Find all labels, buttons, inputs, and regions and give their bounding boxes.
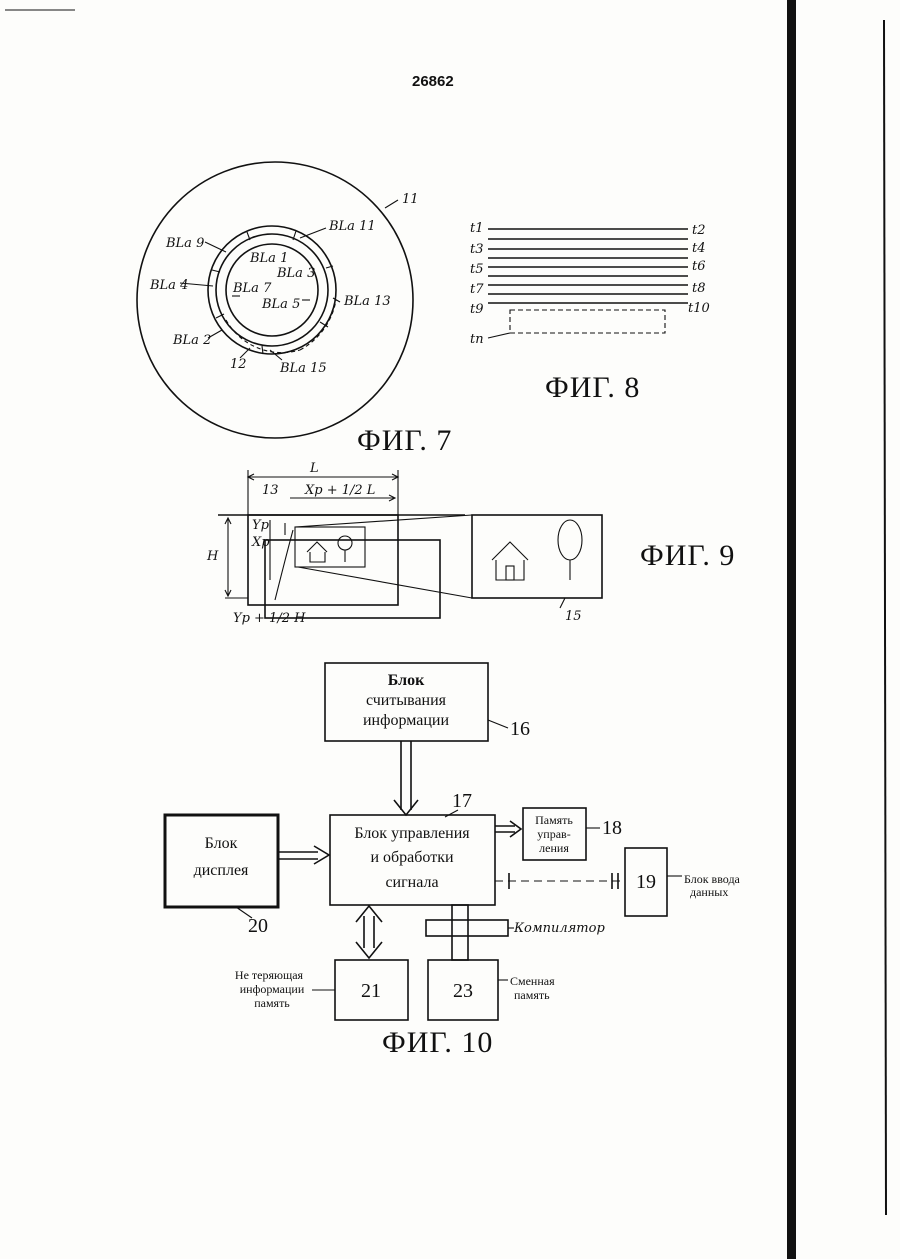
small-scene-box — [295, 527, 365, 567]
block-label-bla2: BLa 2 — [172, 333, 211, 348]
track-t9: t9 — [470, 302, 484, 317]
fig10-caption: ФИГ. 10 — [382, 1026, 493, 1059]
block21-label1: Не теряющая — [235, 968, 304, 982]
small-tree-icon — [338, 536, 352, 550]
block19-label1: Блок ввода — [684, 872, 741, 886]
block19-number: 19 — [636, 871, 656, 893]
page-edge-line — [884, 20, 886, 1215]
remaining-tracks-box — [510, 310, 665, 333]
block19-label2: данных — [690, 885, 728, 899]
track-t6: t6 — [692, 259, 706, 274]
tree-icon — [558, 520, 582, 560]
block-label-bla9: BLa 9 — [165, 236, 204, 251]
dim-L: L — [309, 461, 319, 476]
label-13: 13 — [262, 483, 279, 498]
track-t10: t10 — [688, 301, 710, 316]
dim-xp-half-L: Xp + 1/2 L — [304, 483, 375, 498]
label-yp: Yp — [252, 518, 270, 533]
block18-number: 18 — [602, 817, 622, 839]
track-t4: t4 — [692, 241, 706, 256]
block-label-bla11: BLa 11 — [328, 219, 376, 234]
block21-number: 21 — [361, 980, 381, 1002]
small-house-icon — [307, 542, 327, 562]
block-label-bla7: BLa 7 — [232, 281, 272, 296]
fig9-viewport-diagram: L Xp + 1/2 L 13 H Yp Xp Yp + 1/2 H — [206, 461, 602, 626]
block18-line2: управ- — [537, 827, 570, 841]
track-t5: t5 — [470, 262, 484, 277]
block20-number: 20 — [248, 915, 268, 937]
block21-label2: информации — [240, 982, 305, 996]
block-label-bla15: BLa 15 — [279, 361, 327, 376]
disc-label-11: 11 — [402, 192, 419, 207]
block17-number: 17 — [452, 790, 472, 812]
binding-edge — [787, 0, 796, 1259]
block-label-bla3: BLa 3 — [276, 266, 315, 281]
track-ring-outer — [208, 226, 336, 354]
enlarged-view-frame — [472, 515, 602, 598]
label-yp-half-H: Yp + 1/2 H — [233, 611, 306, 626]
block17-line3: сигнала — [385, 874, 438, 891]
track-t2: t2 — [692, 223, 706, 238]
track-t7: t7 — [470, 282, 484, 297]
fig7-caption: ФИГ. 7 — [357, 424, 452, 457]
block23-label1: Сменная — [510, 974, 555, 988]
spiral-dashed — [226, 320, 300, 353]
track-t1: t1 — [470, 221, 484, 236]
block16-number: 16 — [510, 718, 530, 740]
block17-line2: и обработки — [370, 849, 454, 866]
block17-line1: Блок управления — [354, 825, 470, 842]
block-label-bla5: BLa 5 — [261, 297, 300, 312]
image-frame — [265, 540, 440, 618]
label-15: 15 — [565, 609, 582, 624]
fig8-caption: ФИГ. 8 — [545, 371, 640, 404]
block18-line1: Память — [535, 813, 573, 827]
block23-label2: память — [514, 988, 550, 1002]
fig9-caption: ФИГ. 9 — [640, 539, 735, 572]
block20-line2: дисплея — [194, 862, 249, 879]
block-label-bla1: BLa 1 — [249, 251, 288, 266]
bus-connector — [452, 905, 468, 960]
compiler-label: Компилятор — [513, 921, 605, 936]
block23-number: 23 — [453, 980, 473, 1002]
track-tn: tn — [470, 332, 484, 347]
house-icon — [492, 542, 528, 580]
compiler-block — [426, 920, 508, 936]
fig8-track-lines: t1 t3 t5 t7 t9 tn t2 t4 t6 t8 t10 — [470, 221, 710, 347]
spiral-dashed-2 — [300, 300, 336, 350]
track-t3: t3 — [470, 242, 484, 257]
fig7-disc-diagram: 11 BLa 11 BLa 9 BLa 1 BLa 3 BLa 4 BLa 7 … — [137, 162, 419, 438]
block16-line1: Блок — [388, 672, 425, 689]
block21-label3: память — [254, 996, 290, 1010]
fig10-block-diagram: Блок считывания информации 16 Блок управ… — [165, 663, 741, 1020]
label-12: 12 — [230, 357, 247, 372]
block-label-bla4: BLa 4 — [149, 278, 188, 293]
dim-H: H — [206, 549, 219, 564]
block16-line3: информации — [363, 712, 449, 729]
block18-line3: ления — [539, 841, 569, 855]
block16-line2: считывания — [366, 692, 447, 709]
block-label-bla13: BLa 13 — [343, 294, 391, 309]
page-number: 26862 — [412, 73, 454, 90]
block20-line1: Блок — [205, 835, 238, 852]
label-xp: Xp — [251, 535, 270, 550]
track-t8: t8 — [692, 281, 706, 296]
block-20-display — [165, 815, 278, 907]
